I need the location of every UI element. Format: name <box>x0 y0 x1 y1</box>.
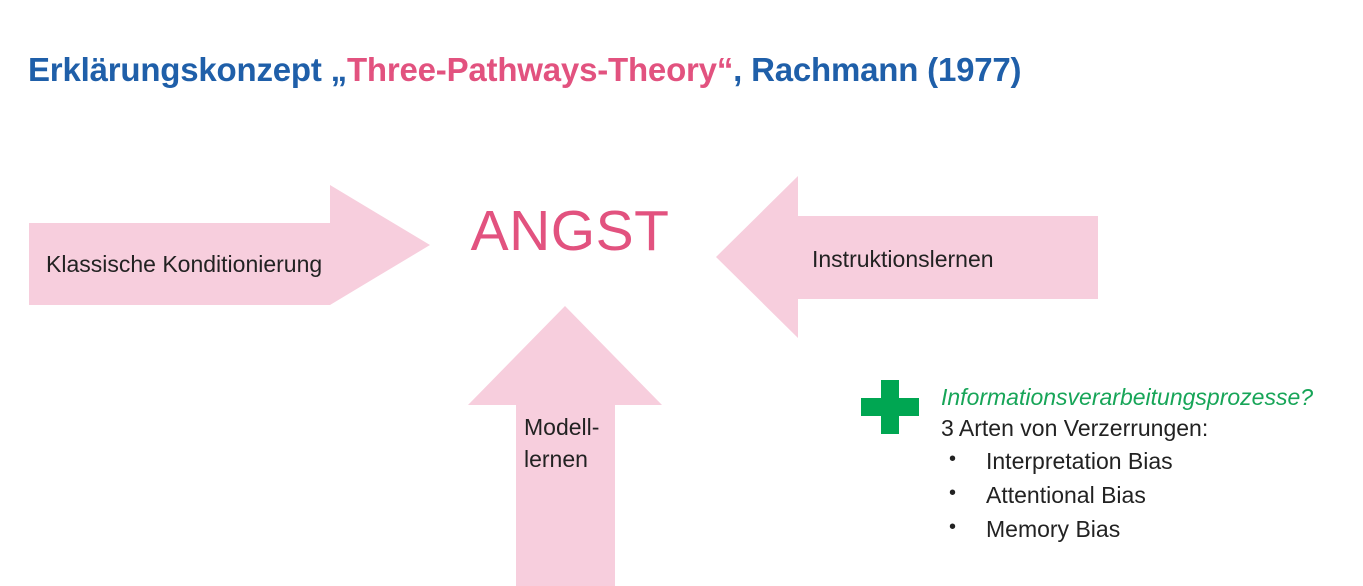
info-subheading: 3 Arten von Verzerrungen: <box>941 414 1209 441</box>
list-item-label: Memory Bias <box>986 515 1121 542</box>
page-title-part2: , Rachmann (1977) <box>733 51 1022 88</box>
list-item: • Interpretation Bias <box>941 447 1313 474</box>
arrow-shape-up <box>468 306 662 586</box>
page-title: Erklärungskonzept „Three-Pathways-Theory… <box>28 50 1022 90</box>
arrow-klassische-konditionierung <box>29 185 430 305</box>
arrow-modelllernen <box>468 306 662 586</box>
green-cross-icon <box>861 380 919 434</box>
list-item-label: Attentional Bias <box>986 481 1146 508</box>
bullet-icon: • <box>949 447 957 470</box>
arrow-shape-right <box>29 185 430 305</box>
bias-list: • Interpretation Bias • Attentional Bias… <box>941 447 1313 542</box>
list-item-label: Interpretation Bias <box>986 447 1173 474</box>
bullet-icon: • <box>949 481 957 504</box>
list-item: • Attentional Bias <box>941 481 1313 508</box>
arrow-label-instruktionslernen: Instruktionslernen <box>812 246 994 272</box>
info-block: Informationsverarbeitungsprozesse? 3 Art… <box>941 383 1313 552</box>
info-heading: Informationsverarbeitungsprozesse? <box>941 384 1314 410</box>
bullet-icon: • <box>949 515 957 538</box>
arrow-label-klassische-konditionierung: Klassische Konditionierung <box>46 251 323 277</box>
list-item: • Memory Bias <box>941 515 1313 542</box>
arrow-label-modelllernen: Modell- lernen <box>524 414 600 473</box>
page-title-part1: Erklärungskonzept „ <box>28 51 347 88</box>
center-concept-label: ANGST <box>470 199 670 263</box>
page-title-highlight: Three-Pathways-Theory“ <box>346 51 734 88</box>
arrow-instruktionslernen <box>716 176 1098 338</box>
arrow-shape-left <box>716 176 1098 338</box>
